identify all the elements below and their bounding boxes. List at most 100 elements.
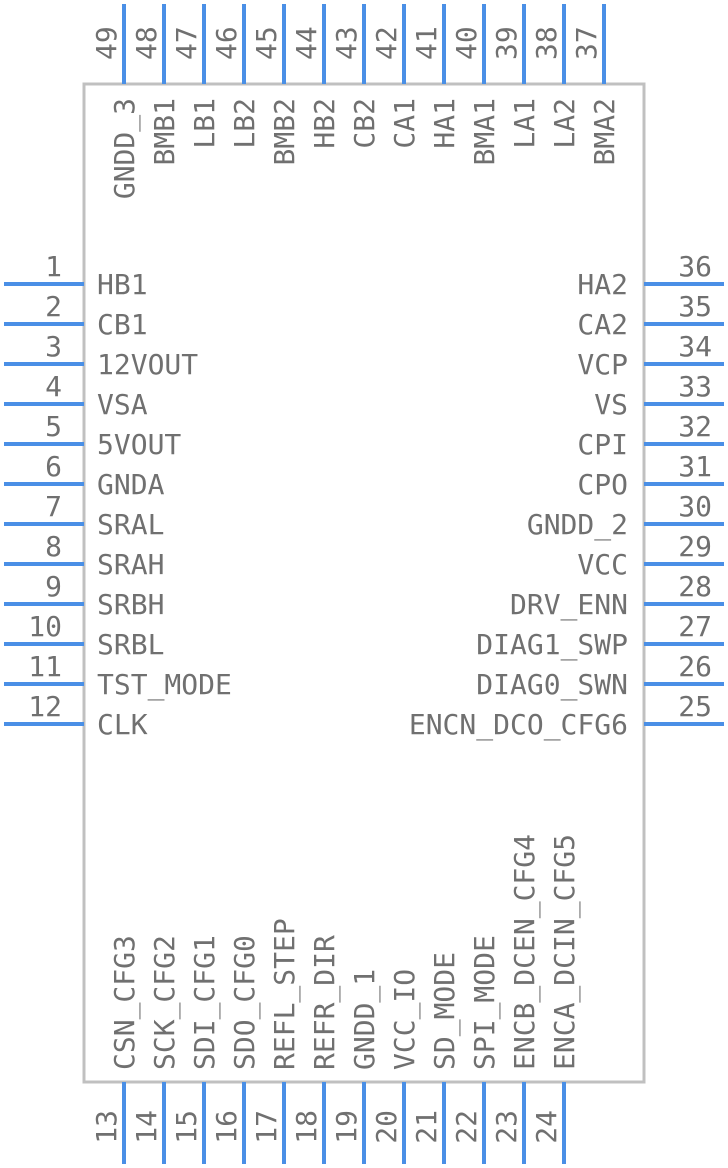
pin-26-number: 26 — [678, 650, 712, 683]
pin-label-refl-step: REFL_STEP — [268, 918, 302, 1070]
pin-label-ca2: CA2 — [577, 308, 628, 341]
pin-46-number: 46 — [210, 26, 243, 60]
pin-label-cpo: CPO — [577, 468, 628, 501]
pin-label-la2: LA2 — [548, 98, 581, 149]
pin-30-number: 30 — [678, 490, 712, 523]
pin-label-sd-mode: SD_MODE — [428, 952, 462, 1070]
pin-2-number: 2 — [45, 290, 62, 323]
pin-label-srbh: SRBH — [97, 588, 164, 621]
pin-32-number: 32 — [678, 410, 712, 443]
pin-45-number: 45 — [250, 26, 283, 60]
pin-label-clk: CLK — [97, 708, 148, 741]
pin-34-number: 34 — [678, 330, 712, 363]
pin-4-number: 4 — [45, 370, 62, 403]
pin-13-number: 13 — [90, 1110, 123, 1144]
pin-23-number: 23 — [490, 1110, 523, 1144]
ic-body — [82, 82, 646, 1084]
pin-37-number: 37 — [570, 26, 603, 60]
pin-27-number: 27 — [678, 610, 712, 643]
pin-11-number: 11 — [28, 650, 62, 683]
pin-15-number: 15 — [170, 1110, 203, 1144]
pin-48-number: 48 — [130, 26, 163, 60]
pin-label-gndd-3: GNDD_3 — [108, 98, 142, 199]
pin-label-gndd-1: GNDD_1 — [348, 969, 382, 1070]
pin-28-number: 28 — [678, 570, 712, 603]
pin-label-encb-dcen-cfg4: ENCB_DCEN_CFG4 — [508, 834, 542, 1070]
pin-40-number: 40 — [450, 26, 483, 60]
pin-label-drv-enn: DRV_ENN — [510, 588, 628, 622]
pin-label-diag1-swp: DIAG1_SWP — [476, 628, 628, 662]
pin-35-number: 35 — [678, 290, 712, 323]
pin-label-bmb1: BMB1 — [148, 98, 181, 165]
pin-1-number: 1 — [45, 250, 62, 283]
pin-47-number: 47 — [170, 26, 203, 60]
pin-label-sral: SRAL — [97, 508, 164, 541]
pin-24-number: 24 — [530, 1110, 563, 1144]
pin-label-lb2: LB2 — [228, 98, 261, 149]
pin-label-gndd-2: GNDD_2 — [527, 508, 628, 542]
pin-label-hb2: HB2 — [308, 98, 341, 149]
pin-12-number: 12 — [28, 690, 62, 723]
pin-label-ca1: CA1 — [388, 98, 421, 149]
pin-label-bma1: BMA1 — [468, 98, 501, 165]
pin-6-number: 6 — [45, 450, 62, 483]
pin-label-ha2: HA2 — [577, 268, 628, 301]
pin-label-12vout: 12VOUT — [97, 348, 198, 381]
pin-label-csn-cfg3: CSN_CFG3 — [108, 935, 142, 1070]
pin-25-number: 25 — [678, 690, 712, 723]
pin-label-srbl: SRBL — [97, 628, 164, 661]
pin-7-number: 7 — [45, 490, 62, 523]
pin-9-number: 9 — [45, 570, 62, 603]
pin-label-bmb2: BMB2 — [268, 98, 301, 165]
pin-label-5vout: 5VOUT — [97, 428, 181, 461]
pin-19-number: 19 — [330, 1110, 363, 1144]
pin-label-vcc-io: VCC_IO — [388, 969, 422, 1070]
pin-8-number: 8 — [45, 530, 62, 563]
pin-label-cb2: CB2 — [348, 98, 381, 149]
pin-label-vs: VS — [594, 388, 628, 421]
pin-label-encn-dco-cfg6: ENCN_DCO_CFG6 — [409, 708, 628, 742]
pin-38-number: 38 — [530, 26, 563, 60]
pin-42-number: 42 — [370, 26, 403, 60]
pin-17-number: 17 — [250, 1110, 283, 1144]
pin-41-number: 41 — [410, 26, 443, 60]
pin-21-number: 21 — [410, 1110, 443, 1144]
pin-label-sdo-cfg0: SDO_CFG0 — [228, 935, 262, 1070]
pin-16-number: 16 — [210, 1110, 243, 1144]
pin-label-vcc: VCC — [577, 548, 628, 581]
pin-label-vcp: VCP — [577, 348, 628, 381]
pin-20-number: 20 — [370, 1110, 403, 1144]
pin-3-number: 3 — [45, 330, 62, 363]
pin-label-cb1: CB1 — [97, 308, 148, 341]
pin-10-number: 10 — [28, 610, 62, 643]
pin-label-gnda: GNDA — [97, 468, 165, 501]
pin-label-hb1: HB1 — [97, 268, 148, 301]
pin-label-enca-dcin-cfg5: ENCA_DCIN_CFG5 — [548, 834, 582, 1070]
pin-label-diag0-swn: DIAG0_SWN — [476, 668, 628, 702]
pin-label-sck-cfg2: SCK_CFG2 — [148, 935, 182, 1070]
pin-label-vsa: VSA — [97, 388, 148, 421]
pin-label-sdi-cfg1: SDI_CFG1 — [188, 935, 222, 1070]
pin-5-number: 5 — [45, 410, 62, 443]
pin-29-number: 29 — [678, 530, 712, 563]
pin-label-cpi: CPI — [577, 428, 628, 461]
pin-44-number: 44 — [290, 26, 323, 60]
pin-31-number: 31 — [678, 450, 712, 483]
pin-label-lb1: LB1 — [188, 98, 221, 149]
pin-36-number: 36 — [678, 250, 712, 283]
pin-14-number: 14 — [130, 1110, 163, 1144]
pin-49-number: 49 — [90, 26, 123, 60]
pin-43-number: 43 — [330, 26, 363, 60]
pin-label-bma2: BMA2 — [588, 98, 621, 165]
pin-18-number: 18 — [290, 1110, 323, 1144]
pin-33-number: 33 — [678, 370, 712, 403]
pin-label-la1: LA1 — [508, 98, 541, 149]
pin-label-ha1: HA1 — [428, 98, 461, 149]
pin-label-srah: SRAH — [97, 548, 164, 581]
pin-39-number: 39 — [490, 26, 523, 60]
pin-label-refr-dir: REFR_DIR — [308, 935, 342, 1070]
pin-label-spi-mode: SPI_MODE — [468, 935, 502, 1070]
pin-label-tst-mode: TST_MODE — [97, 668, 232, 702]
